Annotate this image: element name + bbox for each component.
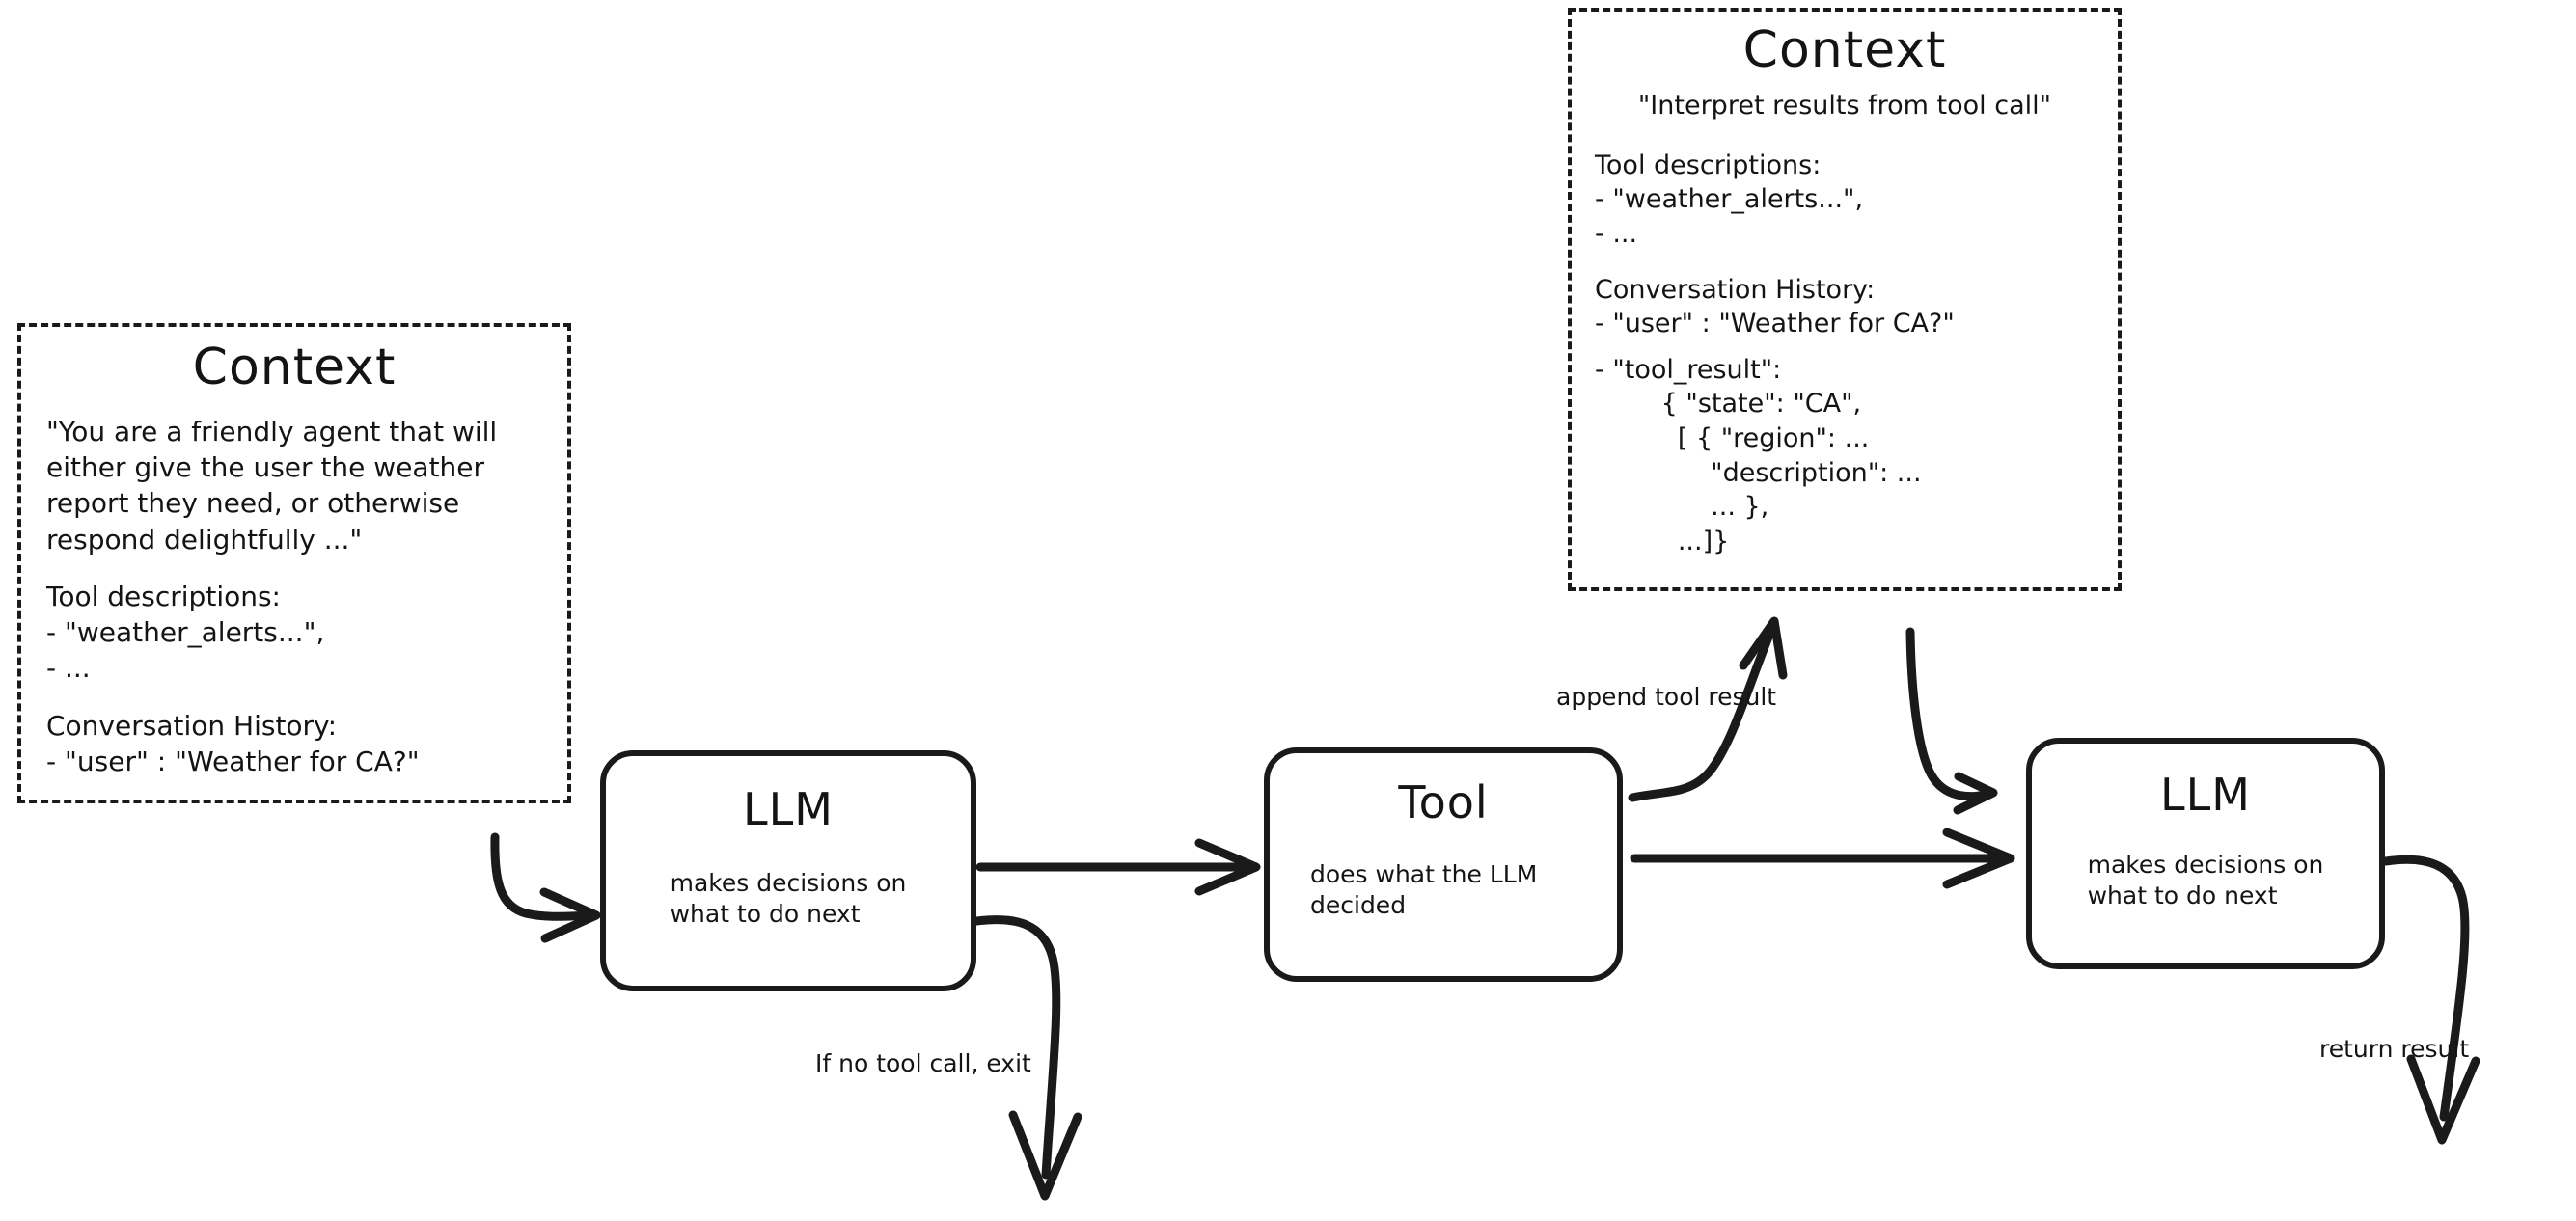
- node-tool-title: Tool: [1398, 776, 1489, 828]
- node-llm-2-subtitle: makes decisions on what to do next: [2087, 851, 2324, 909]
- node-llm-2[interactable]: LLM makes decisions on what to do next: [2026, 738, 2385, 969]
- context-right-paragraph-system: "Interpret results from tool call": [1637, 91, 2052, 121]
- arrow-llm2-return: [2381, 855, 2480, 1145]
- arrow-context-to-llm1: [490, 832, 601, 943]
- arrow-context-to-llm2: [1905, 627, 1998, 815]
- context-left-paragraph-system: "You are a friendly agent that will eith…: [46, 416, 507, 556]
- context-left-title: Context: [192, 339, 397, 396]
- context-box-right: Context "Interpret results from tool cal…: [1568, 8, 2122, 591]
- context-right-title: Context: [1742, 21, 1947, 79]
- node-llm-1[interactable]: LLM makes decisions on what to do next: [600, 750, 976, 991]
- node-tool[interactable]: Tool does what the LLM decided: [1264, 747, 1623, 982]
- context-left-paragraph-tools: Tool descriptions: - "weather_alerts..."…: [46, 580, 325, 685]
- edge-label-if-no-tool-call-exit: If no tool call, exit: [815, 1049, 1031, 1077]
- context-right-paragraph-tools: Tool descriptions: - "weather_alerts..."…: [1595, 149, 1864, 249]
- node-llm-1-subtitle: makes decisions on what to do next: [670, 869, 907, 928]
- context-right-paragraph-history: Conversation History: - "user" : "Weathe…: [1595, 274, 1955, 339]
- context-left-paragraph-history: Conversation History: - "user" : "Weathe…: [46, 709, 420, 777]
- context-box-left: Context "You are a friendly agent that w…: [17, 323, 571, 803]
- node-tool-subtitle: does what the LLM decided: [1310, 860, 1538, 919]
- node-llm-1-title: LLM: [743, 783, 834, 835]
- arrow-llm1-to-tool: [975, 838, 1261, 896]
- edge-label-return-result: return result: [2319, 1035, 2470, 1063]
- context-right-paragraph-tool-result: - "tool_result": { "state": "CA", [ { "r…: [1595, 354, 1922, 556]
- edge-label-append-tool-result: append tool result: [1556, 683, 1777, 711]
- arrow-tool-to-llm2: [1630, 828, 2015, 889]
- node-llm-2-title: LLM: [2160, 769, 2251, 821]
